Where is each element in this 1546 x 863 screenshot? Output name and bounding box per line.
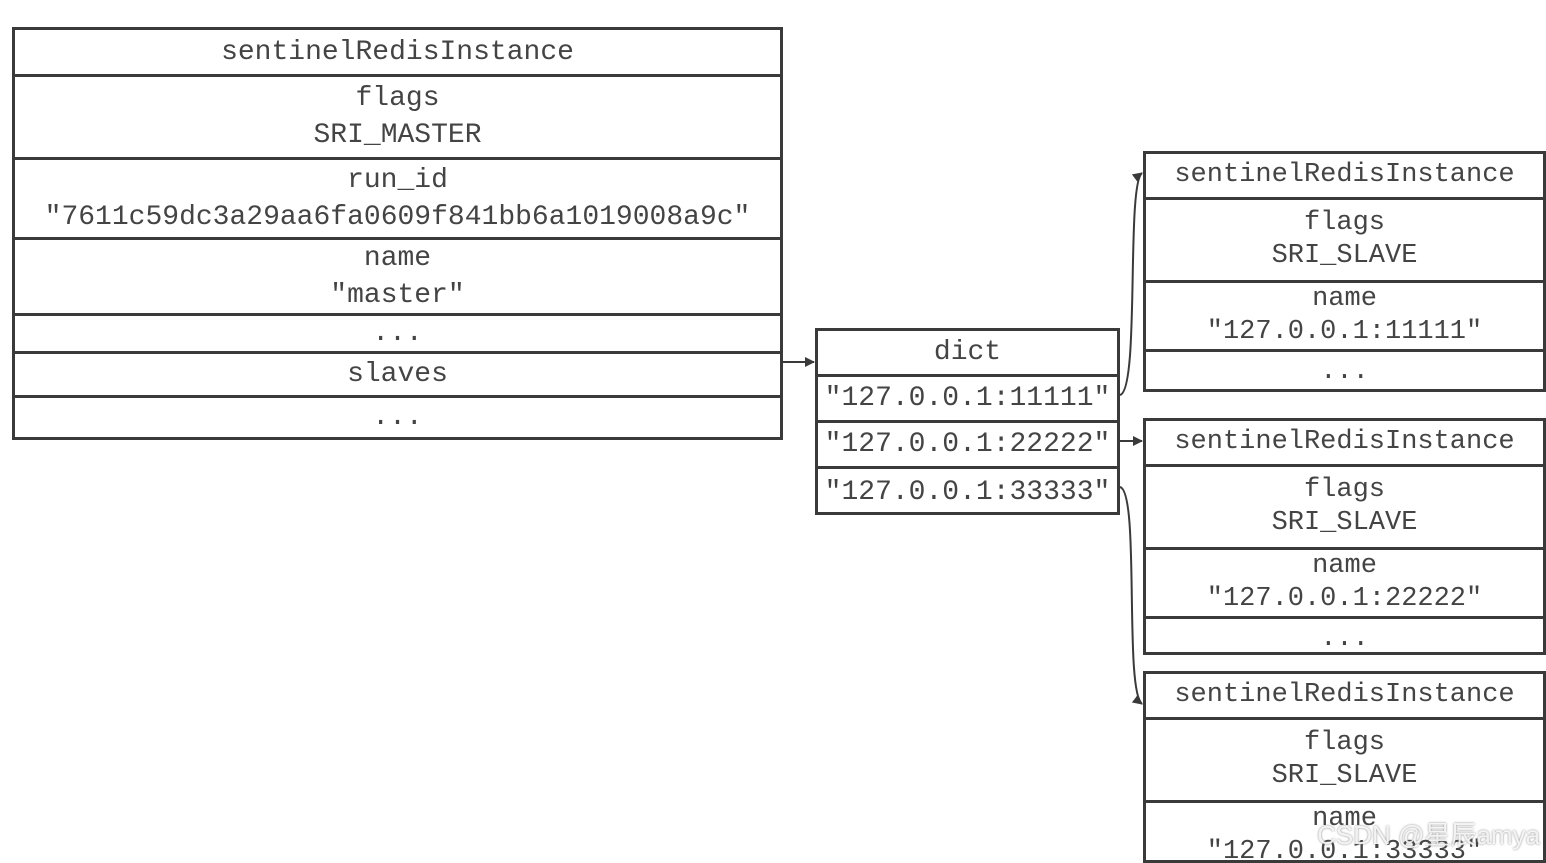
dict-key-cell: "127.0.0.1:33333" [818,469,1117,515]
master-ellipsis-cell-2: ... [15,398,780,437]
master-name-cell: name "master" [15,240,780,316]
master-slaves-label: slaves [347,359,448,390]
dict-key-cell: "127.0.0.1:11111" [818,377,1117,423]
slave-name-cell: name "127.0.0.1:22222" [1146,550,1543,619]
master-instance-box: sentinelRedisInstance flags SRI_MASTER r… [12,27,783,440]
slave-name-label: name [1312,551,1377,581]
slave-instance-box-3: sentinelRedisInstance flags SRI_SLAVE na… [1143,671,1546,863]
master-title: sentinelRedisInstance [221,36,574,68]
slave-title: sentinelRedisInstance [1174,160,1515,190]
master-run-id-value: "7611c59dc3a29aa6fa0609f841bb6a1019008a9… [44,201,751,233]
watermark: CSDN @星辰amya [1317,820,1540,850]
master-flags-cell: flags SRI_MASTER [15,77,780,160]
master-name-value: "master" [330,279,465,311]
master-flags-label: flags [355,83,440,114]
slave-flags-cell: flags SRI_SLAVE [1146,467,1543,550]
arrow-key1-to-slave1 [1119,172,1143,396]
slave-name-value: "127.0.0.1:11111" [1206,317,1483,347]
slave-flags-cell: flags SRI_SLAVE [1146,720,1543,803]
slave-flags-value: SRI_SLAVE [1271,508,1418,538]
slave-title-cell: sentinelRedisInstance [1146,674,1543,720]
slave-name-value: "127.0.0.1:33333" [1206,837,1483,863]
slave-ellipsis: ... [1320,623,1369,654]
slave-name-label: name [1312,284,1377,314]
master-ellipsis-2: ... [372,402,423,433]
slave-ellipsis: ... [1320,356,1369,387]
master-flags-value: SRI_MASTER [313,120,482,151]
dict-title: dict [933,337,1002,368]
slave-title: sentinelRedisInstance [1174,680,1515,710]
slave-name-value: "127.0.0.1:22222" [1206,584,1483,614]
dict-key-2: "127.0.0.1:22222" [824,429,1111,460]
slave-instance-box-1: sentinelRedisInstance flags SRI_SLAVE na… [1143,151,1546,392]
slave-flags-label: flags [1303,475,1385,505]
slave-flags-label: flags [1303,728,1385,758]
master-run-id-label: run_id [347,164,448,196]
master-ellipsis-cell-1: ... [15,316,780,354]
dict-box: dict "127.0.0.1:11111" "127.0.0.1:22222"… [815,328,1120,515]
master-title-cell: sentinelRedisInstance [15,30,780,77]
slave-flags-value: SRI_SLAVE [1271,761,1418,791]
slave-title-cell: sentinelRedisInstance [1146,154,1543,200]
master-run-id-cell: run_id "7611c59dc3a29aa6fa0609f841bb6a10… [15,160,780,240]
slave-title-cell: sentinelRedisInstance [1146,421,1543,467]
arrow-key3-to-slave3 [1119,486,1143,705]
slave-flags-label: flags [1303,208,1385,238]
slave-ellipsis-cell: ... [1146,619,1543,659]
master-slaves-cell: slaves [15,354,780,398]
slave-instance-box-2: sentinelRedisInstance flags SRI_SLAVE na… [1143,418,1546,655]
slave-flags-value: SRI_SLAVE [1271,241,1418,271]
master-name-label: name [363,242,432,274]
slave-name-cell: name "127.0.0.1:33333" [1146,803,1543,863]
master-ellipsis-1: ... [372,318,423,349]
slave-title: sentinelRedisInstance [1174,427,1515,457]
slave-flags-cell: flags SRI_SLAVE [1146,200,1543,283]
dict-title-cell: dict [818,331,1117,377]
dict-key-cell: "127.0.0.1:22222" [818,423,1117,469]
dict-key-3: "127.0.0.1:33333" [824,476,1111,508]
dict-key-1: "127.0.0.1:11111" [824,383,1111,414]
slave-ellipsis-cell: ... [1146,352,1543,392]
slave-name-cell: name "127.0.0.1:11111" [1146,283,1543,352]
slave-name-label: name [1312,804,1377,834]
